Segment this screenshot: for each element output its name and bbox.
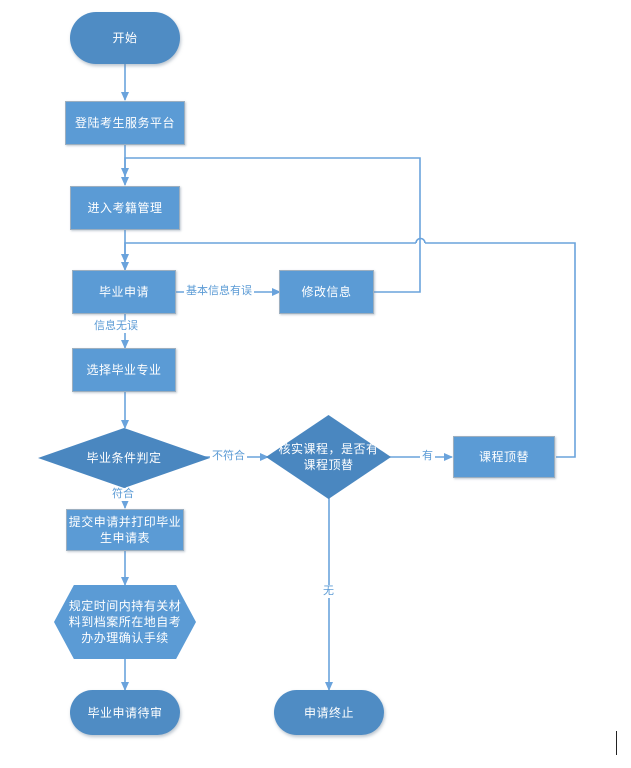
edge-label-basic-info-error: 基本信息有误: [184, 285, 254, 298]
edge-replace-feedback-a: [425, 242, 576, 458]
node-graduation-apply-label: 毕业申请: [98, 285, 149, 299]
node-login[interactable]: 登陆考生服务平台: [65, 101, 185, 145]
node-select-major[interactable]: 选择毕业专业: [72, 348, 176, 392]
edge-label-not-qualified: 不符合: [210, 450, 247, 463]
node-submit-print-label: 提交申请并打印毕业生申请表: [68, 515, 182, 545]
node-modify-info[interactable]: 修改信息: [279, 270, 374, 314]
node-pending-review-label: 毕业申请待审: [87, 705, 163, 720]
edge-replace-feedback-arrow: [121, 242, 133, 263]
node-apply-terminated[interactable]: 申请终止: [274, 690, 384, 735]
node-apply-terminated-label: 申请终止: [303, 705, 354, 720]
node-submit-print[interactable]: 提交申请并打印毕业生申请表: [66, 509, 184, 551]
node-enter-record-label: 进入考籍管理: [87, 201, 163, 215]
edge-label-no-replacement: 无: [321, 585, 336, 598]
hexagon-shape: [54, 585, 196, 659]
node-course-replace-label: 课程顶替: [478, 450, 529, 464]
node-login-label: 登陆考生服务平台: [74, 116, 175, 130]
node-course-replace[interactable]: 课程顶替: [453, 436, 555, 478]
edge-label-qualified: 符合: [110, 488, 136, 501]
text-cursor: [616, 731, 617, 755]
node-verify-course[interactable]: 核实课程，是否有课程顶替: [266, 415, 391, 499]
edge-line-hop: [415, 237, 426, 244]
node-select-major-label: 选择毕业专业: [86, 363, 162, 377]
node-enter-record[interactable]: 进入考籍管理: [70, 186, 180, 230]
node-modify-info-label: 修改信息: [301, 285, 352, 299]
node-start[interactable]: 开始: [70, 12, 180, 64]
edge-modify-feedback-arrow: [121, 157, 133, 177]
node-start-label: 开始: [112, 31, 138, 45]
edge-label-has-replacement: 有: [420, 450, 435, 463]
node-confirm-procedure-label: 规定时间内持有关材料到档案所在地自考办办理确认手续: [68, 599, 182, 645]
edge-modify-feedback: [133, 157, 421, 293]
node-condition-check-label: 毕业条件判定: [86, 451, 162, 465]
edge-label-info-correct: 信息无误: [92, 320, 140, 333]
node-condition-check[interactable]: 毕业条件判定: [38, 428, 210, 488]
node-confirm-procedure[interactable]: 规定时间内持有关材料到档案所在地自考办办理确认手续: [54, 585, 196, 659]
node-graduation-apply[interactable]: 毕业申请: [72, 270, 176, 314]
node-verify-course-label: 核实课程，是否有课程顶替: [278, 442, 379, 472]
node-pending-review[interactable]: 毕业申请待审: [70, 690, 180, 735]
